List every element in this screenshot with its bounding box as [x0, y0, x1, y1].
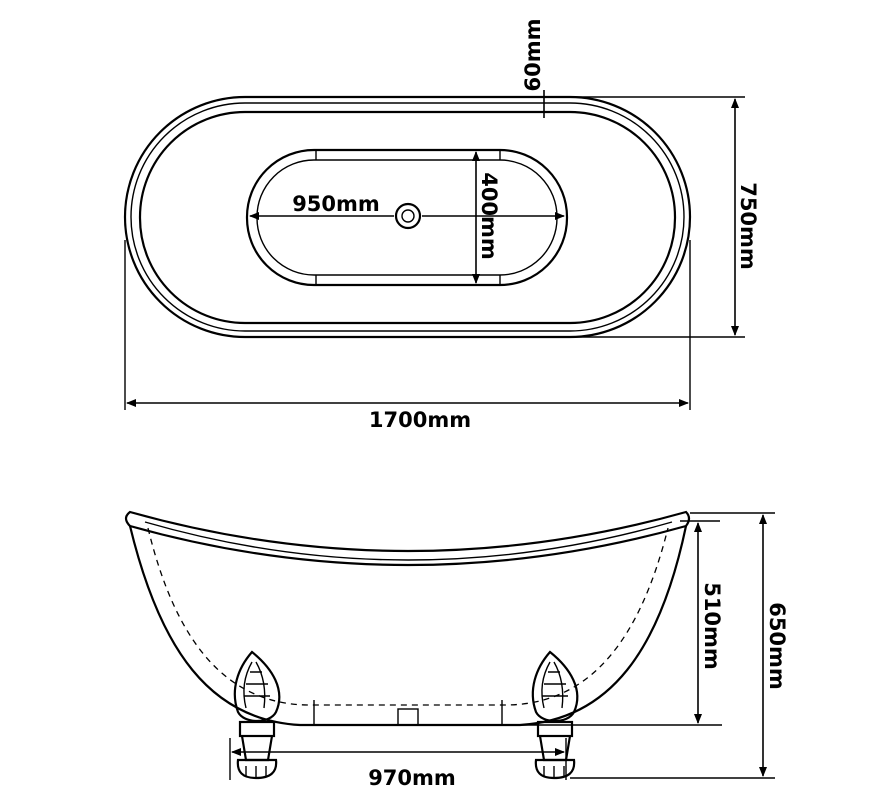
basin-outline [245, 148, 569, 287]
side-view: 970mm 510mm 650mm [124, 510, 789, 790]
basin-length-label: 950mm [292, 192, 380, 216]
tub-rim-inner-edge [130, 102, 685, 332]
tub-inner-wall-hidden [147, 527, 669, 706]
rim-inner-line [144, 521, 673, 561]
top-view: 950mm 400mm 60mm 750mm 1700mm [123, 19, 760, 432]
drain-inner-icon [401, 209, 415, 223]
tub-body-outline [128, 525, 688, 727]
drain-icon [394, 202, 422, 230]
tub-length-label: 1700mm [369, 408, 471, 432]
left-claw-foot-icon [233, 650, 281, 780]
basin-inner-outline [256, 159, 558, 276]
leg-span-label: 970mm [368, 766, 456, 790]
drain-outlet-icon [397, 708, 419, 726]
tub-outer-rim [123, 95, 692, 339]
basin-width-label: 400mm [477, 172, 501, 260]
tub-width-label: 750mm [736, 182, 760, 270]
rim-thickness-label: 60mm [521, 19, 545, 92]
right-claw-foot-icon [531, 650, 579, 780]
inner-depth-label: 510mm [700, 582, 724, 670]
total-height-label: 650mm [765, 602, 789, 690]
tub-inner-wall [138, 110, 677, 325]
